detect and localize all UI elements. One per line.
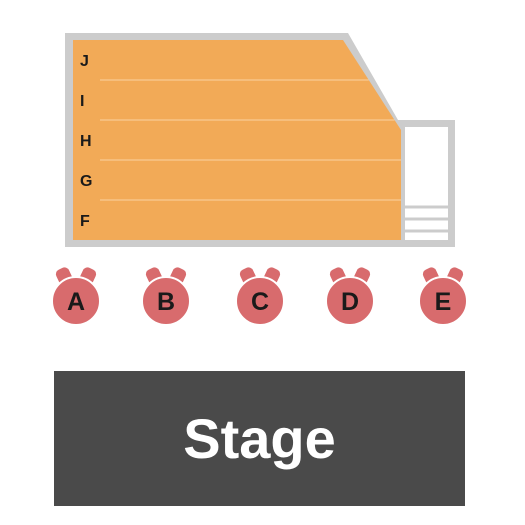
table-label: A [67, 288, 85, 316]
table-top [325, 276, 375, 326]
aisle-steps [405, 205, 448, 233]
stage: Stage [54, 371, 465, 506]
table-top [418, 276, 468, 326]
table-e[interactable]: E [418, 266, 468, 326]
row-label-h: H [80, 133, 92, 150]
table-top [51, 276, 101, 326]
row-label-f: F [80, 213, 90, 230]
table-label: D [341, 288, 359, 316]
row-labels: J I H G F [80, 53, 92, 230]
table-top [141, 276, 191, 326]
table-b[interactable]: B [141, 266, 191, 326]
tables: A B C D E [51, 266, 468, 326]
table-label: E [435, 288, 452, 316]
row-dividers [100, 79, 401, 201]
stage-label: Stage [183, 407, 336, 470]
section-notch [405, 127, 448, 240]
table-c[interactable]: C [235, 266, 285, 326]
table-top [235, 276, 285, 326]
row-label-g: G [80, 173, 92, 190]
table-label: C [251, 288, 269, 316]
row-label-i: I [80, 93, 84, 110]
table-label: B [157, 288, 175, 316]
orchestra-section[interactable] [73, 40, 401, 240]
table-d[interactable]: D [325, 266, 375, 326]
table-a[interactable]: A [51, 266, 101, 326]
row-label-j: J [80, 53, 89, 70]
